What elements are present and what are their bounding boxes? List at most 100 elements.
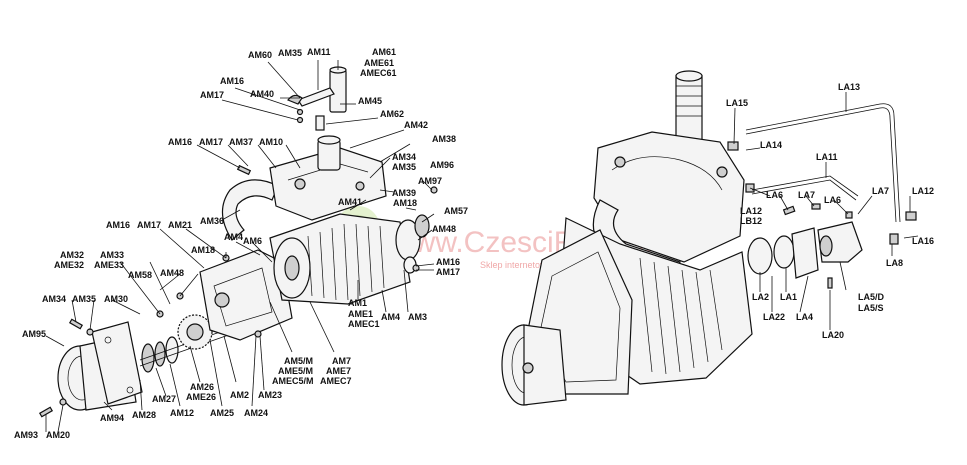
label-LA8: LA8	[886, 258, 903, 268]
label-LA5-D: LA5/D	[858, 292, 885, 302]
label-AM39: AM39	[392, 188, 416, 198]
label-LA6: LA6	[824, 195, 841, 205]
label-AM93: AM93	[14, 430, 38, 440]
label-AM7: AM7	[332, 356, 351, 366]
label-AM32: AM32	[60, 250, 84, 260]
drive-gear-part	[177, 314, 213, 350]
label-AM16: AM16	[168, 137, 192, 147]
label-AM12: AM12	[170, 408, 194, 418]
label-AM96: AM96	[430, 160, 454, 170]
label-AM17: AM17	[199, 137, 223, 147]
label-AM2: AM2	[230, 390, 249, 400]
label-LA13: LA13	[838, 82, 860, 92]
gearbox-housing-part	[199, 249, 293, 341]
label-AM62: AM62	[380, 109, 404, 119]
label-AME32: AME32	[54, 260, 84, 270]
front-flange-part	[57, 321, 143, 411]
pump-head-part	[593, 131, 745, 263]
label-AM16: AM16	[436, 257, 460, 267]
valve-head-part	[269, 135, 387, 221]
label-LA4: LA4	[796, 312, 813, 322]
label-AM26: AM26	[190, 382, 214, 392]
label-AMEC5-M: AMEC5/M	[272, 376, 314, 386]
label-AM6: AM6	[243, 236, 262, 246]
label-AM95: AM95	[22, 329, 46, 339]
label-AM97: AM97	[418, 176, 442, 186]
label-AM3: AM3	[408, 312, 427, 322]
label-AM38: AM38	[432, 134, 456, 144]
label-LA20: LA20	[822, 330, 844, 340]
label-AME33: AME33	[94, 260, 124, 270]
pipes-part	[745, 103, 901, 223]
label-AM27: AM27	[152, 394, 176, 404]
label-AM33: AM33	[100, 250, 124, 260]
label-AM11: AM11	[307, 47, 331, 57]
label-AM94: AM94	[100, 413, 124, 423]
label-LA7: LA7	[872, 186, 889, 196]
label-AM23: AM23	[258, 390, 282, 400]
front-inlet-cone-part	[501, 324, 567, 406]
label-AM4: AM4	[224, 232, 243, 242]
label-AM34: AM34	[392, 152, 416, 162]
label-AM41: AM41	[338, 197, 362, 207]
label-AM58: AM58	[128, 270, 152, 280]
label-AM45: AM45	[358, 96, 382, 106]
label-LA7: LA7	[798, 190, 815, 200]
label-AM1: AM1	[348, 298, 367, 308]
label-AM5-M: AM5/M	[284, 356, 313, 366]
label-AM35: AM35	[392, 162, 416, 172]
label-LA16: LA16	[912, 236, 934, 246]
label-AM40: AM40	[250, 89, 274, 99]
watermark-subtitle: Sklep internetowy	[480, 260, 552, 270]
label-AM24: AM24	[244, 408, 268, 418]
label-AM17: AM17	[200, 90, 224, 100]
label-AME61: AME61	[364, 58, 394, 68]
label-AM20: AM20	[46, 430, 70, 440]
label-AM36: AM36	[200, 216, 224, 226]
label-AME1: AME1	[348, 309, 373, 319]
label-AMEC7: AMEC7	[320, 376, 352, 386]
label-AM17: AM17	[137, 220, 161, 230]
part-labels: AM61 AME61 AMEC61 AM60 AM35 AM11 AM16 AM…	[14, 47, 934, 440]
label-AM10: AM10	[259, 137, 283, 147]
label-AM16: AM16	[106, 220, 130, 230]
pump-body-part	[269, 213, 430, 305]
label-AM61: AM61	[372, 47, 396, 57]
label-LA6: LA6	[766, 190, 783, 200]
label-AME26: AME26	[186, 392, 216, 402]
label-LA12: LA12	[912, 186, 934, 196]
label-AMEC1: AMEC1	[348, 319, 380, 329]
left-pump-exploded-view	[38, 60, 438, 433]
label-AM60: AM60	[248, 50, 272, 60]
label-LA12: LA12	[740, 206, 762, 216]
label-AME5-M: AME5/M	[278, 366, 313, 376]
left-leader-lines	[45, 60, 435, 433]
label-AME7: AME7	[326, 366, 351, 376]
label-AM48: AM48	[432, 224, 456, 234]
label-AM28: AM28	[132, 410, 156, 420]
label-AM35: AM35	[72, 294, 96, 304]
label-AM37: AM37	[229, 137, 253, 147]
label-AM25: AM25	[210, 408, 234, 418]
right-pump-assembled-view	[501, 70, 919, 406]
right-leader-lines	[733, 92, 919, 330]
label-AM18: AM18	[393, 198, 417, 208]
label-AMEC61: AMEC61	[360, 68, 397, 78]
label-AM17: AM17	[436, 267, 460, 277]
side-valve-assembly-part	[747, 221, 863, 279]
label-LA5-S: LA5/S	[858, 303, 884, 313]
label-LA11: LA11	[816, 152, 838, 162]
label-AM16: AM16	[220, 76, 244, 86]
label-LA1: LA1	[780, 292, 797, 302]
label-AM57: AM57	[444, 206, 468, 216]
label-AM4: AM4	[381, 312, 400, 322]
label-LA14: LA14	[760, 140, 782, 150]
label-LA2: LA2	[752, 292, 769, 302]
label-AM35: AM35	[278, 48, 302, 58]
label-AM30: AM30	[104, 294, 128, 304]
label-LB12: LB12	[740, 216, 762, 226]
label-AM21: AM21	[168, 220, 192, 230]
hose-part	[221, 179, 279, 241]
label-AM34: AM34	[42, 294, 66, 304]
